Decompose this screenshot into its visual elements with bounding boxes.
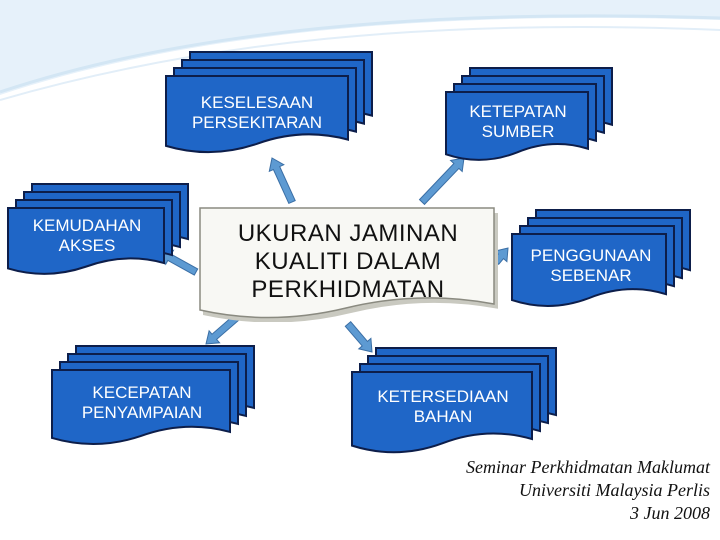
node-ketepatan-label: KETEPATAN SUMBER xyxy=(469,101,567,141)
stacked-pages-icon xyxy=(511,209,691,307)
node-ketersediaan-label: KETERSEDIAAN BAHAN xyxy=(377,386,509,426)
stack-page xyxy=(351,371,533,454)
node-keselesaan-label: KESELESAAN PERSEKITARAN xyxy=(191,92,323,132)
node-kecepatan: KECEPATAN PENYAMPAIAN xyxy=(51,345,258,446)
arrow-icon xyxy=(418,157,465,206)
stacked-pages-icon xyxy=(165,51,373,154)
stack-page xyxy=(445,91,589,161)
stack-page xyxy=(165,75,349,154)
node-ketersediaan: KETERSEDIAAN BAHAN xyxy=(351,347,560,454)
footer-institution: Universiti Malaysia Perlis xyxy=(519,480,710,501)
center-box-shape xyxy=(199,207,498,322)
node-penggunaan-label: PENGGUNAAN SEBENAR xyxy=(530,245,652,285)
stacked-pages-icon xyxy=(351,347,557,454)
arrow-icon xyxy=(344,320,373,353)
node-kecepatan-label: KECEPATAN PENYAMPAIAN xyxy=(81,382,203,422)
stacked-pages-icon xyxy=(7,183,189,275)
arrows-group xyxy=(159,157,509,353)
node-kemudahan-label: KEMUDAHAN AKSES xyxy=(32,215,142,255)
footer: Seminar Perkhidmatan Maklumat Universiti… xyxy=(466,456,710,525)
node-keselesaan: KESELESAAN PERSEKITARAN xyxy=(165,51,376,154)
stack-page xyxy=(511,233,667,307)
node-penggunaan: PENGGUNAAN SEBENAR xyxy=(511,209,694,307)
stacked-pages-icon xyxy=(445,67,613,161)
node-ketepatan: KETEPATAN SUMBER xyxy=(445,67,616,161)
stacked-pages-icon xyxy=(51,345,255,446)
center-box: UKURAN JAMINAN KUALITI DALAM PERKHIDMATA… xyxy=(198,206,498,322)
stack-page xyxy=(51,369,231,446)
arrow-icon xyxy=(205,314,240,345)
stack-page xyxy=(7,207,165,275)
node-kemudahan: KEMUDAHAN AKSES xyxy=(7,183,192,275)
footer-event: Seminar Perkhidmatan Maklumat xyxy=(466,457,710,477)
footer-date: 3 Jun 2008 xyxy=(630,503,710,524)
center-title: UKURAN JAMINAN KUALITI DALAM PERKHIDMATA… xyxy=(237,219,459,304)
arrow-icon xyxy=(268,157,296,205)
